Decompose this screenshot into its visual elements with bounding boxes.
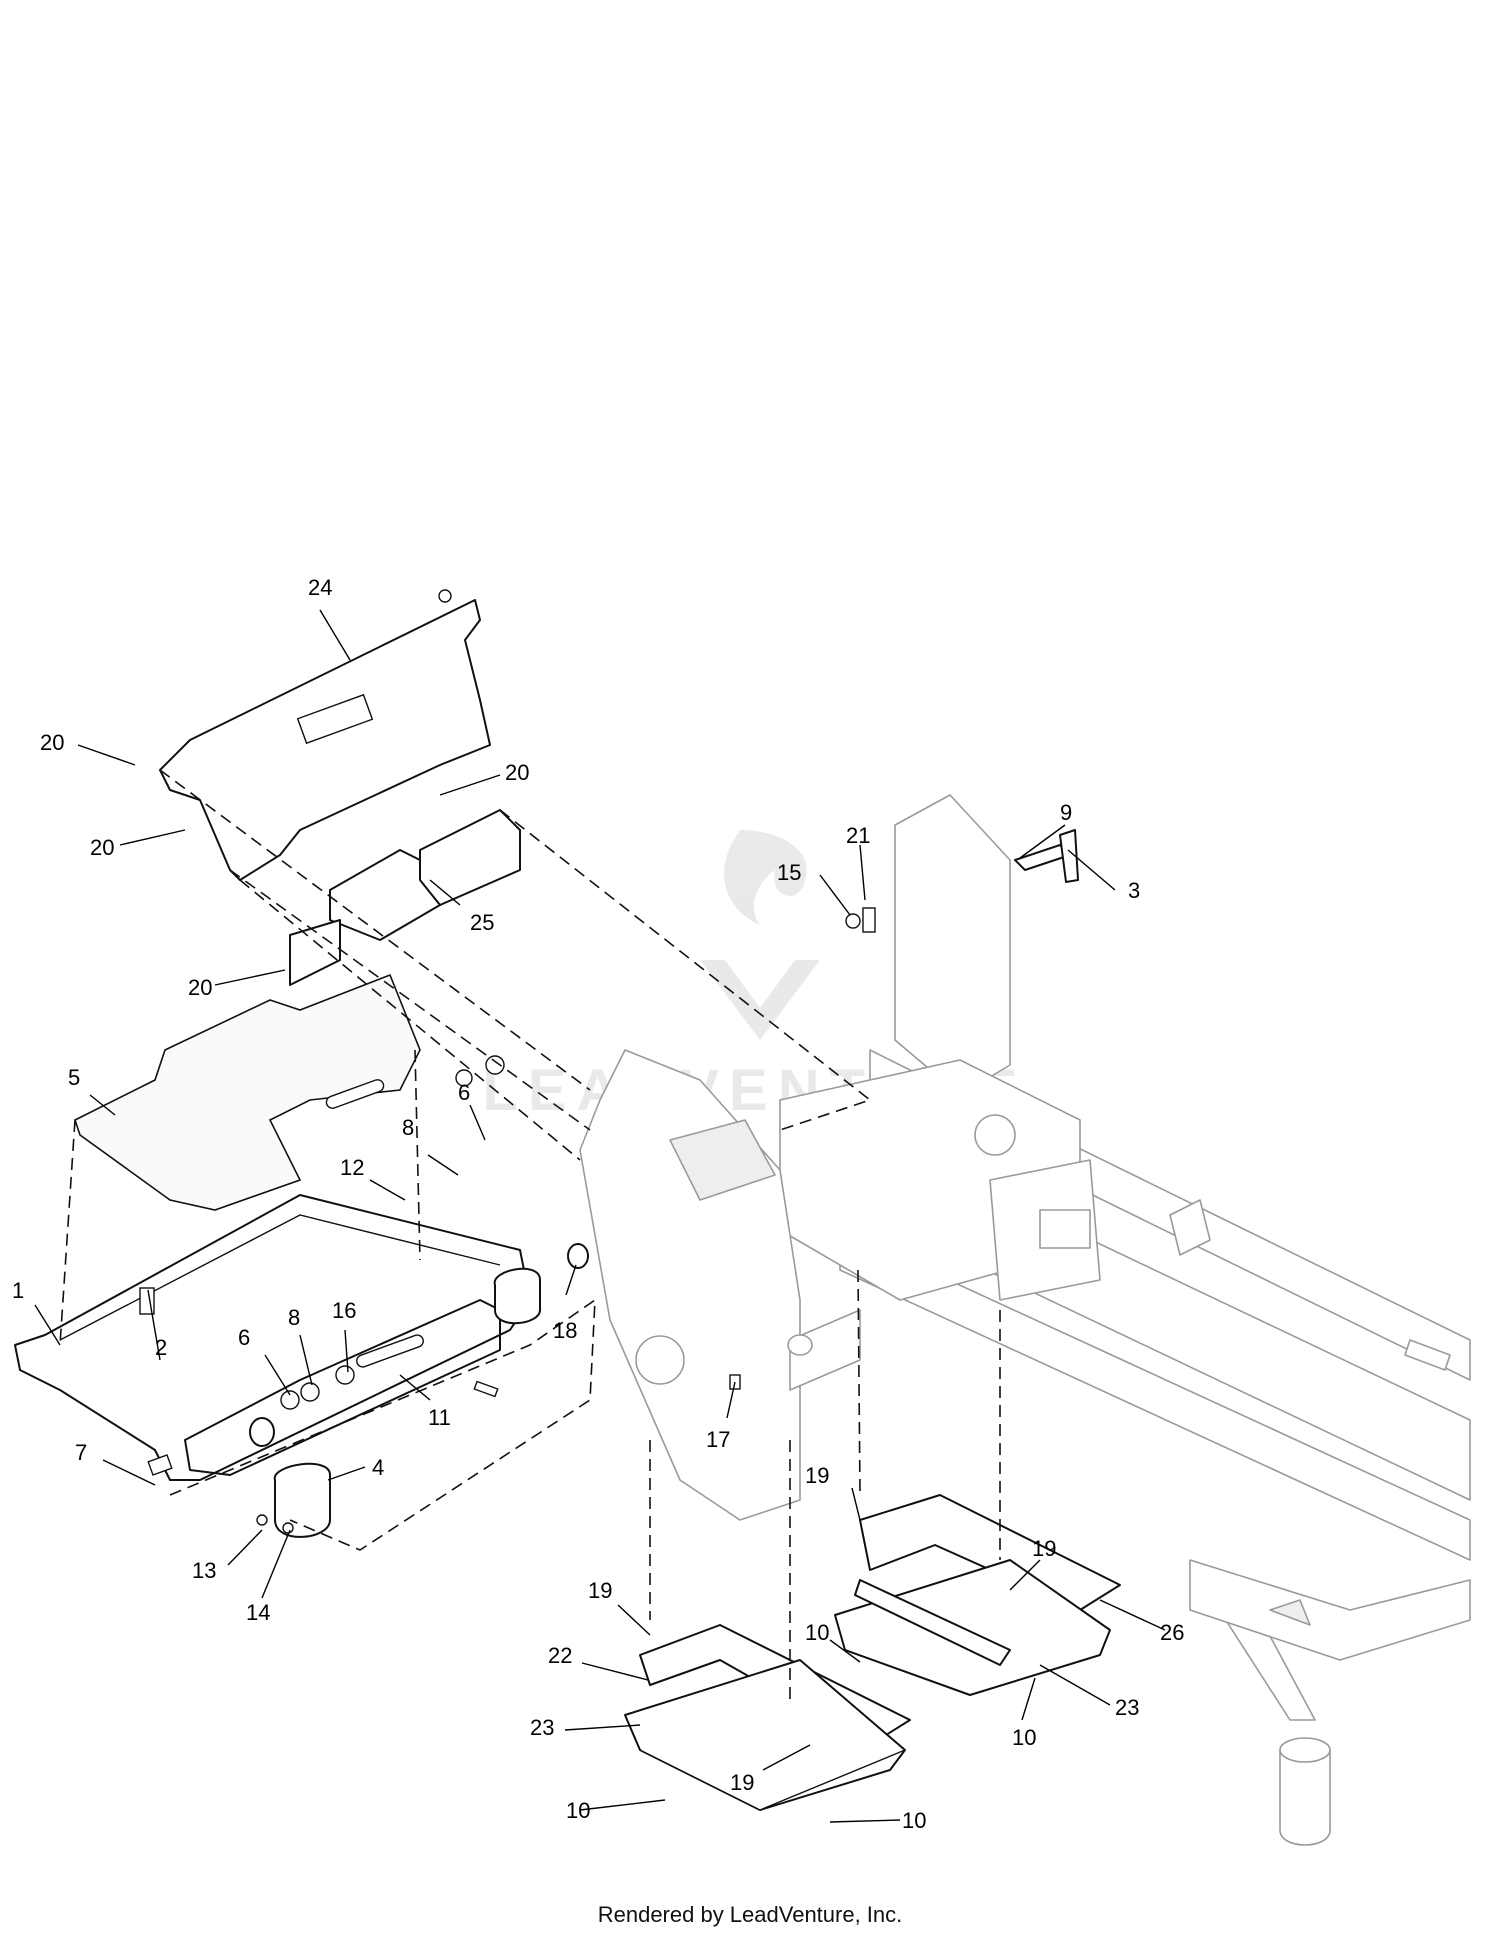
callout-14: 14: [246, 1600, 270, 1625]
callout-8: 8: [402, 1115, 414, 1140]
callout-10: 10: [902, 1808, 926, 1833]
callout-19: 19: [730, 1770, 754, 1795]
hardware-items: [139, 829, 1079, 1538]
callout-19: 19: [1032, 1536, 1056, 1561]
callout-23: 23: [1115, 1695, 1139, 1720]
callout-20: 20: [188, 975, 212, 1000]
callout-2: 2: [155, 1335, 167, 1360]
chassis-frame: [579, 794, 1471, 1846]
callout-6: 6: [238, 1325, 250, 1350]
callout-4: 4: [372, 1455, 384, 1480]
callout-19: 19: [805, 1463, 829, 1488]
part-23-lower-right-skid: [834, 1494, 1121, 1696]
callout-24: 24: [308, 575, 332, 600]
callout-3: 3: [1128, 878, 1140, 903]
callout-6: 6: [458, 1080, 470, 1105]
callout-13: 13: [192, 1558, 216, 1583]
callout-19: 19: [588, 1578, 612, 1603]
callout-20: 20: [40, 730, 64, 755]
part-5-floor-mat: [74, 973, 421, 1211]
part-23-lower-left-skid: [624, 1624, 911, 1811]
callout-17: 17: [706, 1427, 730, 1452]
part-1-foot-tray: [14, 1194, 533, 1481]
callout-25: 25: [470, 910, 494, 935]
callout-labels: 24 20 20 20 20 25 9 21 15 3 5 6 8 12 1 2…: [12, 575, 1184, 1833]
callout-10: 10: [805, 1620, 829, 1645]
callout-9: 9: [1060, 800, 1072, 825]
callout-7: 7: [75, 1440, 87, 1465]
callout-20: 20: [90, 835, 114, 860]
callout-23: 23: [530, 1715, 554, 1740]
callout-20: 20: [505, 760, 529, 785]
callout-5: 5: [68, 1065, 80, 1090]
callout-21: 21: [846, 823, 870, 848]
callout-8: 8: [288, 1305, 300, 1330]
alignment-lines: [59, 769, 1001, 1700]
footer-credit: Rendered by LeadVenture, Inc.: [597, 1902, 903, 1927]
callout-12: 12: [340, 1155, 364, 1180]
callout-10: 10: [1012, 1725, 1036, 1750]
callout-10: 10: [566, 1798, 590, 1823]
leader-lines: [34, 609, 1166, 1823]
callout-15: 15: [777, 860, 801, 885]
callout-26: 26: [1160, 1620, 1184, 1645]
part-25-bracket: [289, 809, 521, 986]
callout-16: 16: [332, 1298, 356, 1323]
callout-1: 1: [12, 1278, 24, 1303]
part-24-seat-panel: [159, 589, 491, 881]
callout-18: 18: [553, 1318, 577, 1343]
callout-22: 22: [548, 1643, 572, 1668]
callout-11: 11: [428, 1405, 451, 1430]
